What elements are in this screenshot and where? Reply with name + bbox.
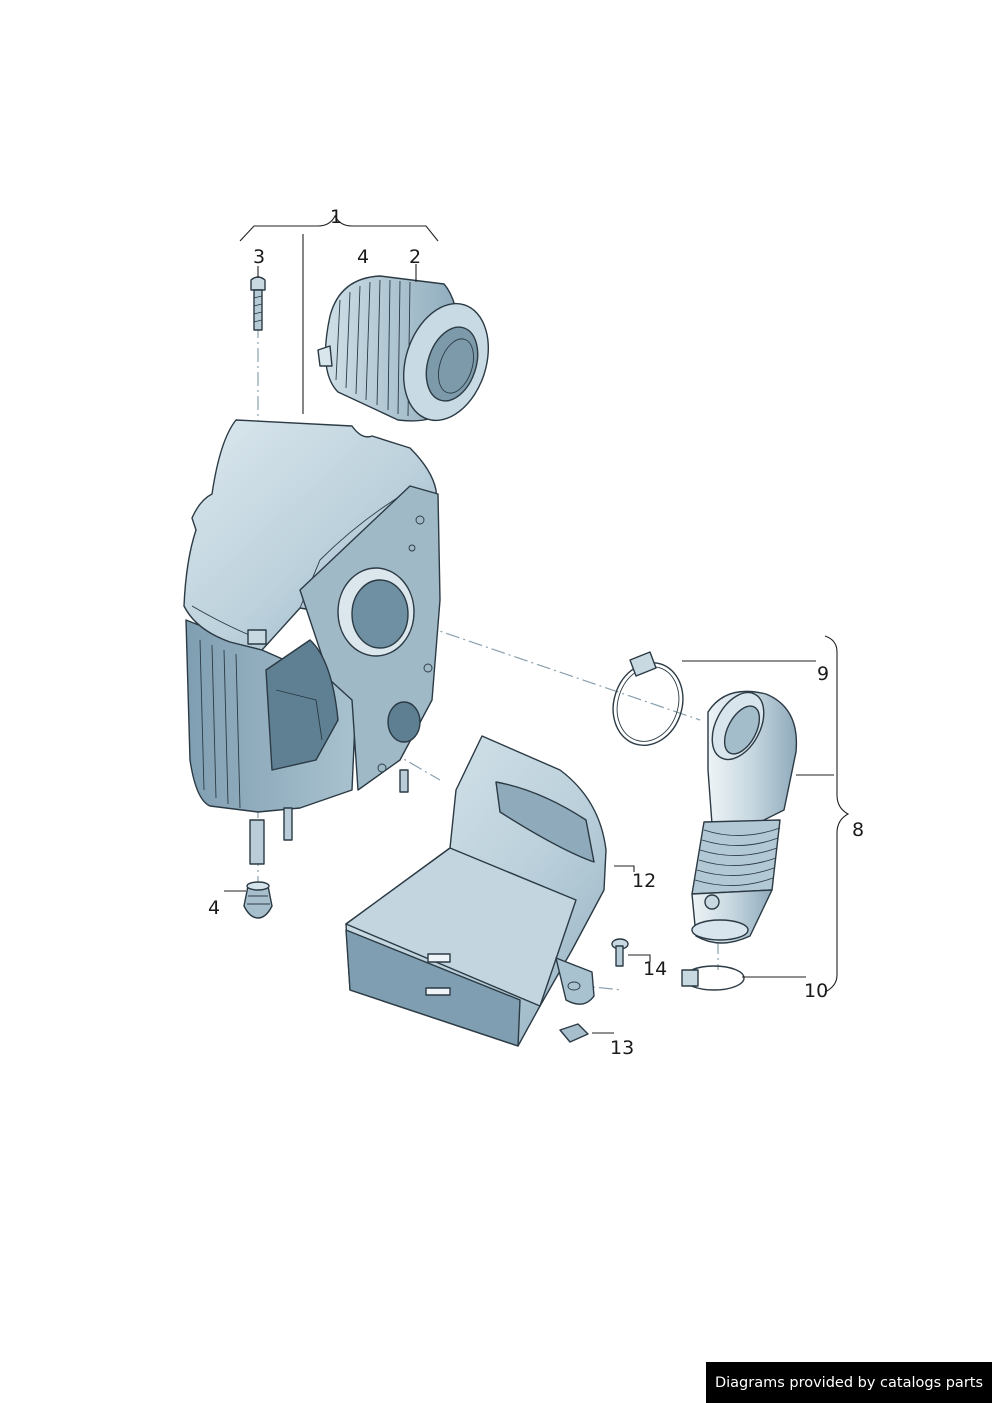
- hose-clamp-10: [681, 965, 745, 991]
- leader-lines: [224, 264, 834, 1034]
- air-filter-housing: [183, 419, 441, 865]
- callout-13: 13: [610, 1037, 634, 1059]
- callout-12: 12: [632, 870, 656, 892]
- callout-3: 3: [253, 246, 265, 268]
- bracket-1: [239, 214, 439, 414]
- callout-1: 1: [330, 206, 342, 228]
- hose-clamp-9: [612, 651, 684, 747]
- callout-4-bottom: 4: [208, 897, 220, 919]
- callout-10: 10: [804, 980, 828, 1002]
- bracket-8: [824, 635, 850, 993]
- grommet-4: [243, 881, 273, 919]
- callout-14: 14: [643, 958, 667, 980]
- credit-banner: Diagrams provided by catalogs parts: [706, 1362, 992, 1403]
- callout-2: 2: [409, 246, 421, 268]
- clip-nut-13: [559, 1023, 589, 1043]
- callout-8: 8: [852, 819, 864, 841]
- callout-9: 9: [817, 663, 829, 685]
- filter-element: [317, 275, 490, 422]
- callout-labels: 1 2 3 4 4 8 9 10 12 13 14: [208, 206, 864, 1059]
- air-intake-duct: [345, 735, 607, 1047]
- intake-hose: [691, 690, 798, 944]
- callout-4-top: 4: [357, 246, 369, 268]
- screw-14: [611, 938, 629, 967]
- screw-3: [250, 276, 266, 331]
